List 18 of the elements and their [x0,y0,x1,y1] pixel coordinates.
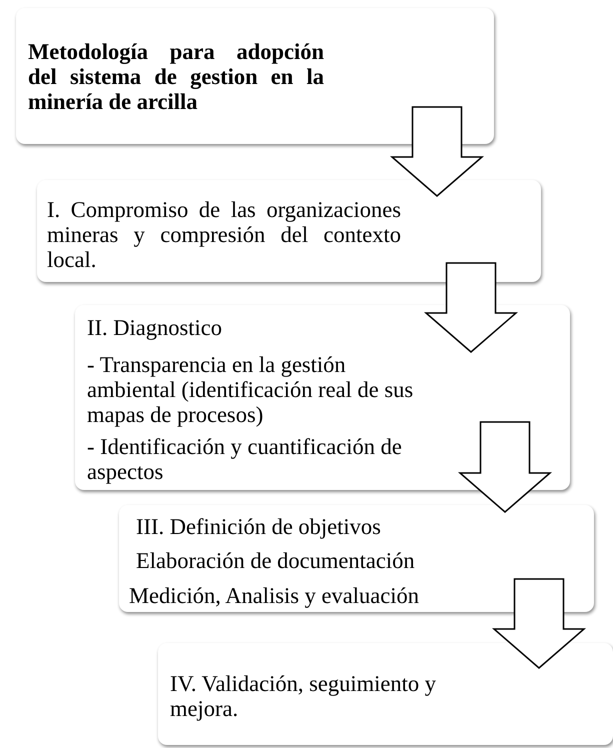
step-text: III. Definición de objetivos [136,514,382,539]
step-text: Elaboración de documentación [136,548,416,573]
step-text: IV. Validación, seguimiento y mejora. [170,671,438,721]
process-box [37,180,541,282]
step-text: I. Compromiso de las organizaciones mineras y compresión del contexto local. [47,197,401,272]
block-arrow [492,578,586,669]
step-text: Medición, Analisis y evaluación [129,583,420,608]
process-box [158,643,613,745]
block-arrow [458,421,552,513]
process-box [119,505,594,612]
process-box [75,305,570,490]
block-arrow [424,262,518,353]
step-text: II. Diagnostico [87,315,223,340]
step-text: - Identificación y cuantificación de aspectos [87,434,403,484]
step-text: - Transparencia en la gestión ambiental (identificación real de sus mapas de procesos) [87,352,414,427]
step-text: Metodología para adopción del sistema de gestion en la minería de arcilla [28,39,324,114]
process-box [16,8,494,144]
block-arrow [390,106,484,197]
